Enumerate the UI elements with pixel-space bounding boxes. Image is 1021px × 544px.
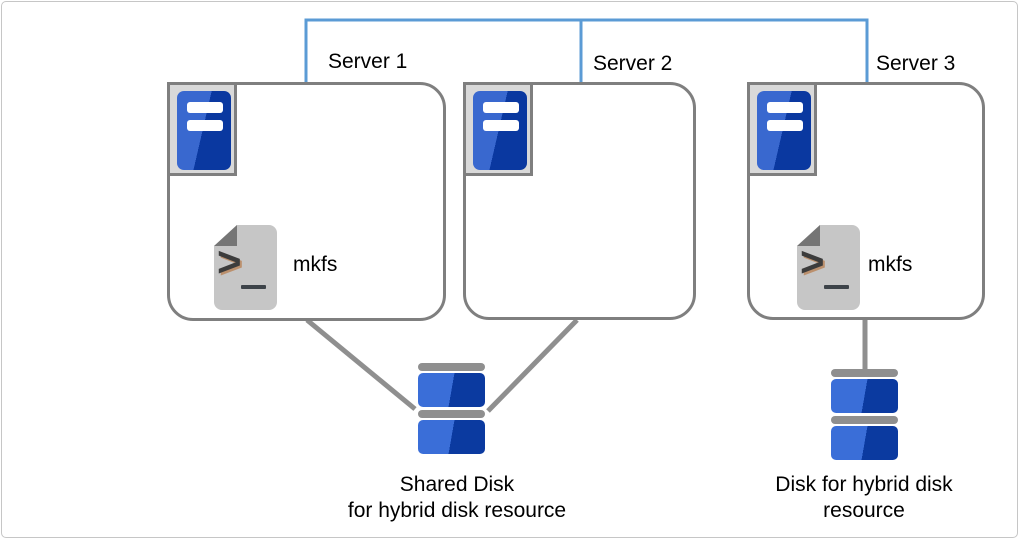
hybrid-disk-icon <box>831 369 898 463</box>
server-bar-icon <box>767 120 803 131</box>
server-chassis <box>757 91 811 170</box>
script-file-icon: > <box>213 224 277 310</box>
server-2-box <box>463 82 696 320</box>
server-2-label: Server 2 <box>593 52 673 75</box>
server1-shared-disk-line <box>305 318 417 411</box>
server-bar-icon <box>483 102 519 113</box>
hybrid-disk-label: Disk for hybrid disk resource <box>739 472 989 524</box>
shared-disk-label: Shared Disk for hybrid disk resource <box>332 472 582 524</box>
server-3-mkfs-label: mkfs <box>868 253 913 276</box>
server-chassis <box>177 91 231 170</box>
shared-disk-label-line1: Shared Disk <box>399 473 515 496</box>
underscore-icon <box>824 285 849 289</box>
server-bar-icon <box>767 102 803 113</box>
server-3-box <box>747 82 985 320</box>
prompt-icon: > <box>800 238 825 285</box>
server-1-box <box>167 82 446 321</box>
shared-disk-label-line2: for hybrid disk resource <box>347 499 567 522</box>
underscore-icon <box>241 285 266 289</box>
disk-platter <box>831 426 898 460</box>
disk-cap <box>418 363 485 371</box>
server-icon <box>747 82 817 176</box>
disk-platter <box>831 379 898 413</box>
server-1-label: Server 1 <box>328 50 408 73</box>
server-bar-icon <box>483 120 519 131</box>
server-chassis <box>473 91 527 170</box>
server-bar-icon <box>187 102 223 113</box>
hybrid-disk-label-line1: Disk for hybrid disk <box>775 473 953 496</box>
hybrid-disk-label-line2: resource <box>823 499 905 522</box>
prompt-icon: > <box>217 238 242 285</box>
server-icon <box>463 82 533 176</box>
disk-cap <box>831 416 898 424</box>
shared-disk-icon <box>418 363 485 457</box>
script-file-icon: > <box>796 224 860 310</box>
server2-shared-disk-line <box>486 318 579 413</box>
server-bar-icon <box>187 120 223 131</box>
server-icon <box>167 82 237 176</box>
disk-platter <box>418 420 485 454</box>
disk-cap <box>831 369 898 377</box>
disk-cap <box>418 410 485 418</box>
disk-platter <box>418 373 485 407</box>
server-1-mkfs-label: mkfs <box>293 253 338 276</box>
server-3-label: Server 3 <box>876 52 956 75</box>
